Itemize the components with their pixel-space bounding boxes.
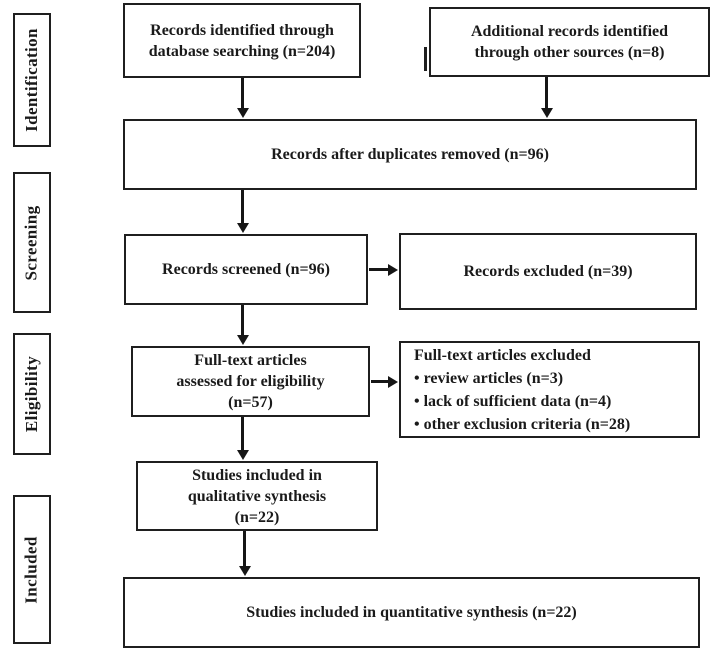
scan-artifact-line <box>424 47 427 71</box>
flow-box-records-identified-database: Records identified through database sear… <box>123 3 361 78</box>
flow-box-records-excluded: Records excluded (n=39) <box>399 233 697 310</box>
stage-label-eligibility-text: Eligibility <box>22 355 42 433</box>
box-text-line: Records screened (n=96) <box>162 261 330 278</box>
stage-label-included-text: Included <box>22 535 42 604</box>
box-text-line: (n=57) <box>228 394 273 411</box>
stage-label-eligibility: Eligibility <box>13 333 51 455</box>
flow-box-fulltext-assessed: Full-text articles assessed for eligibil… <box>131 346 370 417</box>
arrow-duplicates-to-screened <box>241 190 244 224</box>
box-text-line: Records after duplicates removed (n=96) <box>271 146 549 163</box>
flow-box-records-after-duplicates: Records after duplicates removed (n=96) <box>123 119 697 190</box>
box-text-title: Full-text articles excluded <box>414 346 591 364</box>
flow-box-records-screened: Records screened (n=96) <box>124 234 368 305</box>
stage-label-screening-text: Screening <box>22 204 41 281</box>
box-text-line: Studies included in quantitative synthes… <box>246 604 577 621</box>
box-bullet-item: • lack of sufficient data (n=4) <box>414 392 612 410</box>
flow-box-fulltext-excluded: Full-text articles excluded • review art… <box>399 341 700 438</box>
box-text-line: Studies included in <box>192 466 322 484</box>
arrow-db-to-duplicates <box>241 78 244 109</box>
arrow-screened-to-fulltext <box>241 305 244 336</box>
box-text-line: Records excluded (n=39) <box>463 263 633 280</box>
box-text-line: database searching (n=204) <box>148 42 336 60</box>
box-text-line: Records identified through <box>150 21 334 39</box>
box-text-line: Additional records identified <box>470 23 669 40</box>
arrow-screened-to-excluded <box>369 268 389 271</box>
stage-label-identification-text: Identification <box>22 28 42 132</box>
arrow-fulltext-to-qualitative <box>241 417 244 451</box>
stage-label-identification: Identification <box>13 13 51 147</box>
box-text-line: qualitative synthesis <box>187 487 327 505</box>
stage-label-screening: Screening <box>13 172 51 313</box>
flow-box-qualitative-synthesis: Studies included in qualitative synthesi… <box>136 461 378 531</box>
box-text-line: through other sources (n=8) <box>474 44 665 61</box>
flow-box-additional-records-other-sources: Additional records identified through ot… <box>429 7 710 77</box>
stage-label-included: Included <box>13 495 51 644</box>
arrow-fulltext-to-excluded <box>371 380 389 383</box>
flow-box-quantitative-synthesis: Studies included in quantitative synthes… <box>123 577 700 648</box>
box-text-line: assessed for eligibility <box>176 373 325 390</box>
box-text-line: (n=22) <box>234 508 280 526</box>
box-bullet-item: • review articles (n=3) <box>414 369 564 387</box>
arrow-other-to-duplicates <box>545 77 548 109</box>
box-bullet-item: • other exclusion criteria (n=28) <box>414 415 631 433</box>
arrow-qualitative-to-quantitative <box>243 531 246 567</box>
box-text-line: Full-text articles <box>194 352 307 369</box>
